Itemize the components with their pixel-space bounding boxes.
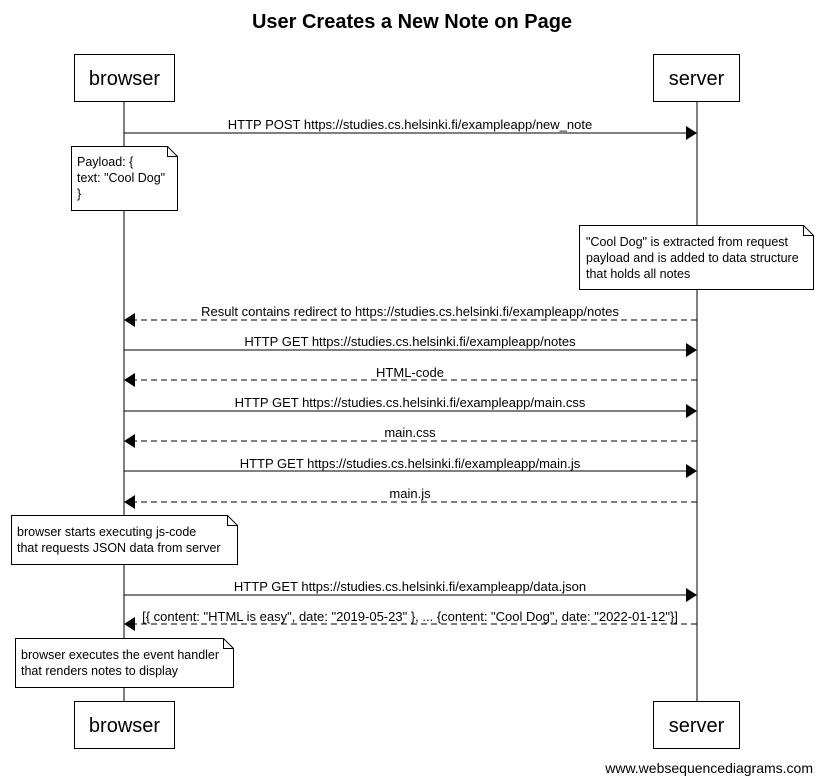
message-6: main.css	[124, 425, 697, 448]
watermark-link[interactable]: www.websequencediagrams.com	[604, 760, 813, 776]
note-js-line-1: browser starts executing js-code	[17, 525, 196, 539]
message-1-label: HTTP POST https://studies.cs.helsinki.fi…	[228, 117, 592, 132]
note-payload-line-3: }	[77, 187, 81, 201]
arrow-right-icon	[686, 588, 697, 602]
arrow-left-icon	[124, 617, 135, 631]
arrow-right-icon	[686, 126, 697, 140]
message-8: main.js	[124, 486, 697, 509]
message-5-label: HTTP GET https://studies.cs.helsinki.fi/…	[235, 395, 586, 410]
arrow-left-icon	[124, 373, 135, 387]
note-server-processing: "Cool Dog" is extracted from request pay…	[579, 225, 814, 290]
arrow-left-icon	[124, 495, 135, 509]
note-handler-line-1: browser executes the event handler	[21, 648, 219, 662]
note-server-line-3: that holds all notes	[586, 267, 690, 281]
note-server-line-1: "Cool Dog" is extracted from request	[586, 235, 789, 249]
participant-server-top-label: server	[669, 68, 725, 90]
note-payload-line-1: Payload: {	[77, 155, 133, 169]
arrow-left-icon	[124, 313, 135, 327]
message-7-label: HTTP GET https://studies.cs.helsinki.fi/…	[240, 456, 581, 471]
message-7: HTTP GET https://studies.cs.helsinki.fi/…	[124, 456, 697, 478]
message-4: HTML-code	[124, 365, 697, 387]
message-1: HTTP POST https://studies.cs.helsinki.fi…	[124, 117, 697, 140]
message-6-label: main.css	[384, 425, 436, 440]
message-3: HTTP GET https://studies.cs.helsinki.fi/…	[124, 334, 697, 357]
note-event-handler: browser executes the event handler that …	[15, 638, 234, 688]
participant-browser-bottom-label: browser	[89, 715, 160, 737]
participant-browser-bottom: browser	[74, 701, 175, 749]
message-4-label: HTML-code	[376, 365, 444, 380]
message-9: HTTP GET https://studies.cs.helsinki.fi/…	[124, 579, 697, 602]
diagram-title: User Creates a New Note on Page	[252, 11, 572, 33]
note-js-execution: browser starts executing js-code that re…	[11, 515, 238, 565]
note-payload: Payload: { text: "Cool Dog" }	[71, 146, 178, 211]
message-10-label: [{ content: "HTML is easy", date: "2019-…	[142, 609, 678, 624]
note-js-line-2: that requests JSON data from server	[17, 541, 221, 555]
message-3-label: HTTP GET https://studies.cs.helsinki.fi/…	[244, 334, 576, 349]
note-payload-line-2: text: "Cool Dog"	[77, 171, 165, 185]
message-9-label: HTTP GET https://studies.cs.helsinki.fi/…	[234, 579, 586, 594]
message-2-label: Result contains redirect to https://stud…	[201, 304, 619, 319]
message-8-label: main.js	[389, 486, 431, 501]
arrow-right-icon	[686, 343, 697, 357]
note-handler-line-2: that renders notes to display	[21, 664, 179, 678]
message-10: [{ content: "HTML is easy", date: "2019-…	[124, 609, 697, 631]
participant-server-bottom: server	[653, 701, 740, 749]
participant-server-bottom-label: server	[669, 715, 725, 737]
arrow-right-icon	[686, 464, 697, 478]
arrow-left-icon	[124, 434, 135, 448]
participant-server-top: server	[653, 54, 740, 102]
arrow-right-icon	[686, 404, 697, 418]
message-5: HTTP GET https://studies.cs.helsinki.fi/…	[124, 395, 697, 418]
message-2: Result contains redirect to https://stud…	[124, 304, 697, 327]
participant-browser-top: browser	[74, 54, 175, 102]
participant-browser-top-label: browser	[89, 68, 160, 90]
note-server-line-2: payload and is added to data structure	[586, 251, 799, 265]
